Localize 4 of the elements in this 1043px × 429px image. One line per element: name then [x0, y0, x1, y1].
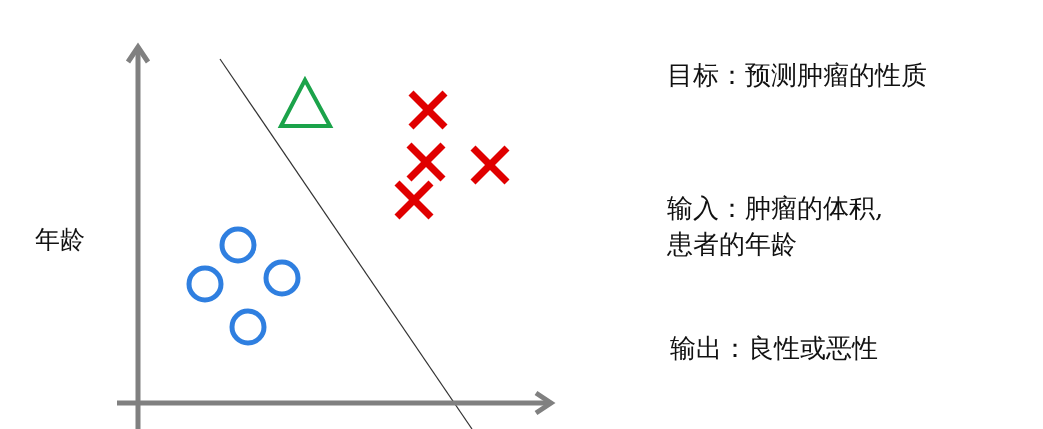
input-text: 输入：肿瘤的体积,患者的年龄 [667, 192, 885, 261]
axis-label: 年龄 [35, 224, 85, 256]
goal-text: 目标：预测肿瘤的性质 [667, 59, 927, 92]
output-text: 输出：良性或恶性 [670, 332, 878, 365]
